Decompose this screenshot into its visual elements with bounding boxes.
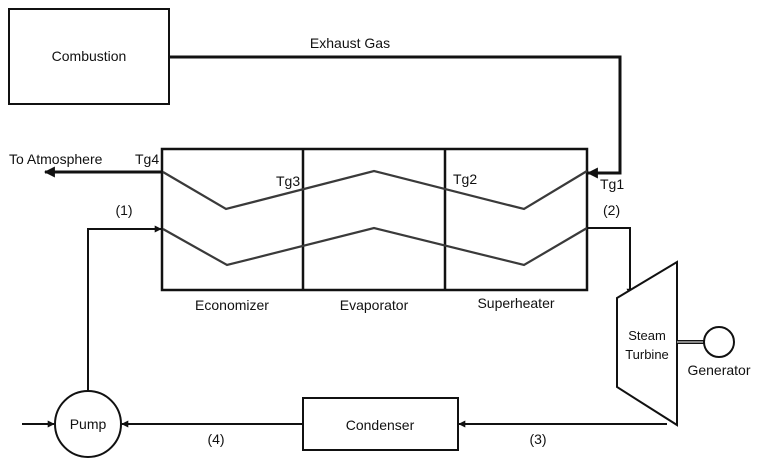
pump-label: Pump: [70, 416, 107, 432]
state-point-2: (2): [603, 202, 620, 218]
state-point-1: (1): [115, 202, 132, 218]
condenser-label: Condenser: [346, 417, 415, 433]
exhaust-gas-line: [169, 55, 622, 179]
pump-to-hrsg-line: [87, 225, 162, 391]
condenser-box: [302, 397, 459, 451]
tg2-label: Tg2: [453, 171, 477, 187]
tg4-label: Tg4: [135, 151, 159, 167]
to-atmosphere-label: To Atmosphere: [9, 151, 103, 167]
combustion-box: [8, 8, 170, 105]
state-point-3: (3): [529, 431, 546, 447]
steam-turbine-label-line2: Turbine: [625, 347, 669, 362]
steam-line-to-turbine: [587, 227, 634, 296]
economizer-label: Economizer: [195, 297, 269, 313]
generator-icon: [703, 326, 735, 358]
gas-temperature-profile: [162, 169, 588, 211]
water-temperature-profile: [162, 226, 588, 267]
hrsg-box: [160, 147, 589, 292]
tg1-label: Tg1: [600, 176, 624, 192]
steam-turbine-label-line1: Steam: [628, 328, 666, 343]
steam-turbine: [616, 260, 678, 427]
superheater-label: Superheater: [477, 295, 554, 311]
combustion-label: Combustion: [52, 48, 127, 64]
generator-label: Generator: [687, 362, 750, 378]
exhaust-gas-label: Exhaust Gas: [310, 35, 390, 51]
tg3-label: Tg3: [276, 173, 300, 189]
state-point-4: (4): [207, 431, 224, 447]
evaporator-label: Evaporator: [340, 297, 409, 313]
